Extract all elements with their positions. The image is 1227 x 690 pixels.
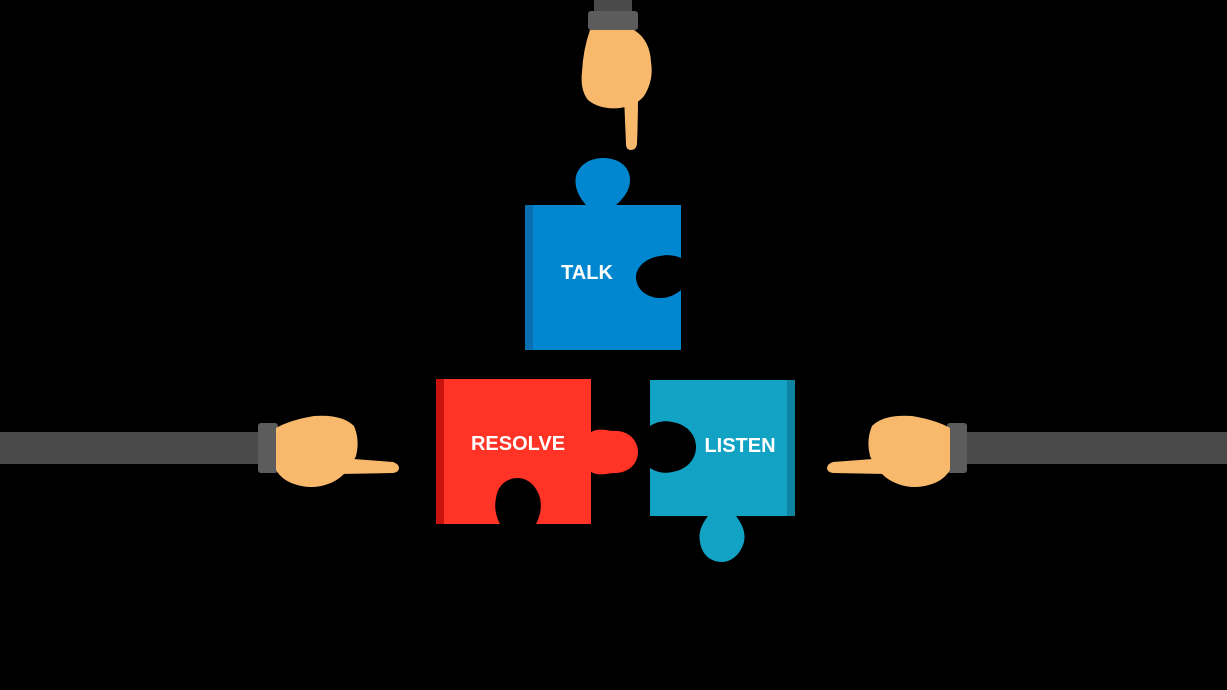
left-fist: [276, 416, 358, 487]
top-fist: [582, 30, 652, 108]
puzzle-piece-resolve: RESOLVE: [436, 379, 638, 524]
pointing-hand-left-icon: [0, 416, 399, 487]
left-finger: [340, 458, 399, 474]
right-finger: [827, 458, 886, 474]
puzzle-piece-talk: TALK: [525, 158, 681, 350]
left-cuff: [258, 423, 278, 473]
puzzle-piece-icon: [650, 380, 795, 562]
pointing-hand-top-icon: [582, 0, 652, 150]
puzzle-piece-listen: LISTEN: [650, 380, 795, 562]
top-finger: [624, 96, 638, 150]
talk-shade: [525, 205, 533, 350]
resolve-shade: [436, 379, 444, 524]
right-fist: [868, 416, 950, 487]
listen-label: LISTEN: [704, 435, 775, 457]
pointing-hand-right-icon: [827, 416, 1227, 487]
right-sleeve: [965, 432, 1227, 464]
top-cuff: [588, 11, 638, 30]
listen-shade: [787, 380, 795, 516]
talk-label: TALK: [561, 262, 613, 284]
left-sleeve: [0, 432, 262, 464]
resolve-label: RESOLVE: [471, 433, 565, 455]
puzzle-piece-icon: [525, 158, 681, 350]
